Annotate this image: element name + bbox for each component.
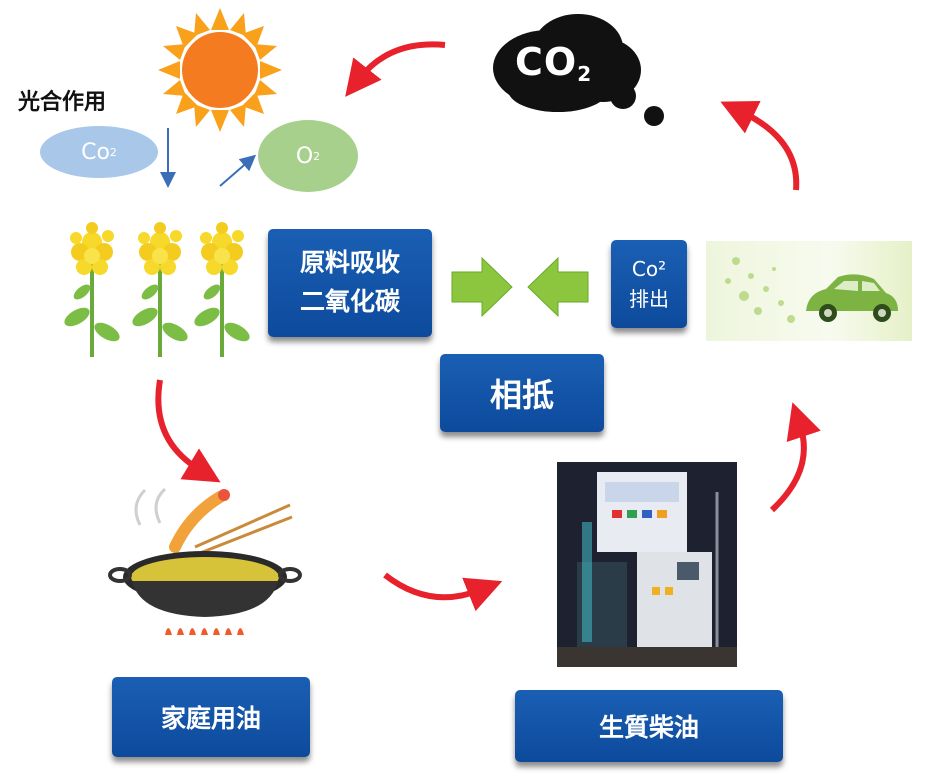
cloud-text: CO2 bbox=[515, 40, 592, 86]
cloud-co: CO bbox=[515, 40, 578, 84]
emission-line2: 排出 bbox=[629, 287, 669, 311]
up-right-arrow-icon bbox=[219, 154, 257, 187]
green-left-arrow-icon bbox=[527, 256, 589, 318]
rapeseed-flowers-icon bbox=[64, 220, 255, 359]
red-arrow-car-to-cloud-icon bbox=[720, 101, 800, 191]
offset-label: 相抵 bbox=[489, 376, 554, 414]
red-arrow-flowers-to-pan-icon bbox=[155, 379, 221, 483]
frying-pan-icon bbox=[108, 487, 302, 635]
offset-box: 相抵 bbox=[440, 354, 604, 432]
co2-cloud-icon bbox=[493, 14, 664, 126]
green-right-arrow-icon bbox=[451, 256, 513, 318]
o2-ellipse-sup: 2 bbox=[313, 149, 321, 163]
biodiesel-machine-photo bbox=[557, 462, 737, 667]
sun-icon bbox=[158, 8, 282, 132]
green-car-image bbox=[706, 241, 912, 341]
biodiesel-box: 生質柴油 bbox=[515, 690, 783, 762]
emission-line1: Co² bbox=[631, 257, 667, 281]
red-arrow-cloud-to-sun-icon bbox=[345, 41, 446, 97]
household-oil-box: 家庭用油 bbox=[112, 677, 310, 757]
co2-ellipse-sup: 2 bbox=[109, 145, 117, 159]
cloud-sub: 2 bbox=[577, 62, 593, 86]
co2-emission-box: Co² 排出 bbox=[611, 240, 687, 328]
red-arrow-machine-to-car-icon bbox=[769, 402, 821, 513]
red-arrow-pan-to-machine-icon bbox=[383, 572, 503, 612]
biodiesel-label: 生質柴油 bbox=[598, 713, 699, 742]
photosynthesis-label: 光合作用 bbox=[18, 90, 107, 115]
absorb-line2: 二氧化碳 bbox=[299, 287, 400, 316]
machine-icon bbox=[557, 462, 737, 667]
car-icon bbox=[725, 257, 898, 323]
absorb-line1: 原料吸收 bbox=[299, 248, 400, 278]
o2-ellipse-label: O bbox=[295, 143, 314, 169]
co2-ellipse-label: Co bbox=[81, 139, 110, 165]
household-oil-label: 家庭用油 bbox=[160, 704, 261, 733]
absorb-co2-box: 原料吸收 二氧化碳 bbox=[268, 229, 432, 337]
